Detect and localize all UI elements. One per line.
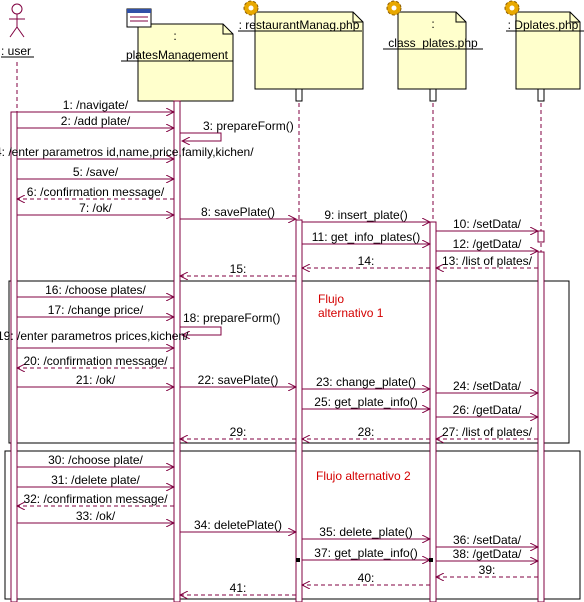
user-actor-icon [9,3,25,38]
self-call-3 [180,132,222,141]
message-label-m36: 36: /setData/ [453,533,522,547]
plates-management-activation [173,100,181,602]
message-label-m25: 25: get_plate_info() [314,395,417,409]
message-label-m27: 27: /list of plates/ [442,425,533,439]
message-label-m35: 35: delete_plate() [319,525,412,539]
message-label-m18: 18: prepareForm() [183,311,280,325]
message-label-m30: 30: /choose plate/ [48,453,143,467]
gear-icon [504,0,520,16]
restaurant-manag-label: : restaurantManag.php [239,18,360,32]
message-labels: 1: /navigate/2: /add plate/3: prepareFor… [0,98,533,595]
message-label-m39: 39: [479,563,496,577]
user-activation [10,111,18,602]
class-plates-activation [429,221,437,602]
class-plates-label-line2: class_plates.php [388,36,478,50]
messages [17,112,538,595]
message-label-m31: 31: /delete plate/ [51,473,140,487]
message-label-m26: 26: /getData/ [453,403,522,417]
message-label-m17: 17: /change price/ [48,303,144,317]
alt-fragment-1 [8,280,570,444]
alt-fragment-2 [4,450,581,600]
message-label-m6: 6: /confirmation message/ [27,185,165,199]
message-label-m23: 23: change_plate() [316,375,416,389]
alt-fragment-1-label-line2: alternativo 1 [318,306,384,320]
message-label-m12: 12: /getData/ [453,237,522,251]
message-label-m33: 33: /ok/ [76,509,116,523]
message-label-m2: 2: /add plate/ [61,114,131,128]
alt-fragment-1-label-line1: Flujo [318,292,344,306]
dplates-label: : Dplates.php [508,18,579,32]
message-label-m14: 14: [358,254,375,268]
message-label-m41: 41: [230,581,247,595]
dplates-activation [537,230,545,243]
message-label-m5: 5: /save/ [73,165,119,179]
message-label-m4: 4: /enter parametros id,name,price,famil… [0,145,254,159]
message-label-m28: 28: [358,425,375,439]
dplates-activation [537,251,545,602]
message-label-m8: 8: savePlate() [201,205,275,219]
message-label-m15: 15: [230,262,247,276]
restaurant-manag-activation [295,219,303,602]
gear-icon [243,0,259,16]
class-plates-head [397,11,467,90]
message-label-m7: 7: /ok/ [79,201,112,215]
message-label-m10: 10: /setData/ [453,217,522,231]
form-icon [126,8,152,28]
gear-icon [386,0,402,16]
message-label-m32: 32: /confirmation message/ [23,492,168,506]
message-label-m37: 37: get_plate_info() [314,546,417,560]
message-label-m38: 38: /getData/ [453,547,522,561]
self-call-18 [180,326,222,335]
user-actor-label: : user [1,44,31,58]
message-label-m24: 24: /setData/ [453,379,522,393]
message-label-m29: 29: [230,425,247,439]
message-label-m34: 34: deletePlate() [194,518,282,532]
message-label-m1: 1: /navigate/ [63,98,129,112]
message-label-m11: 11: get_info_plates() [312,230,421,244]
message-label-m16: 16: /choose plates/ [45,283,146,297]
message-label-m40: 40: [358,571,375,585]
message-label-m22: 22: savePlate() [198,373,279,387]
message-label-m3: 3: prepareForm() [203,119,294,133]
plates-management-head [137,23,234,102]
class-plates-label-line1: : [431,17,434,31]
alt-fragment-2-label: Flujo alternativo 2 [316,469,411,483]
message-label-m21: 21: /ok/ [76,373,116,387]
message-label-m19: 19: /enter parametros prices,kichen/ [0,329,189,343]
plates-management-label-line2: platesManagement [126,48,229,62]
plates-management-label-line1: : [173,29,176,43]
message-label-m13: 13: /list of plates/ [442,254,533,268]
message-label-m20: 20: /confirmation message/ [23,354,168,368]
message-label-m9: 9: insert_plate() [324,208,407,222]
